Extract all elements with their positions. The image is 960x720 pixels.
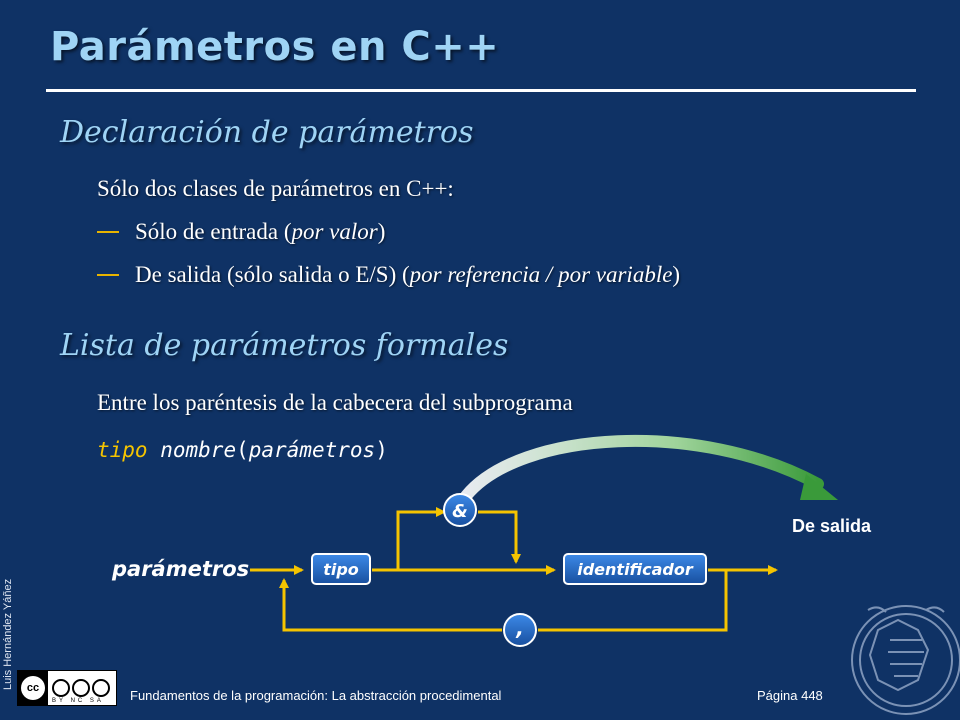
bullet-dash [97, 230, 119, 233]
section-heading-lista: Lista de parámetros formales [60, 328, 509, 363]
section2-intro: Entre los paréntesis de la cabecera del … [97, 390, 573, 415]
box-comma: , [503, 613, 537, 647]
box-identificador-label: identificador [577, 560, 694, 579]
cc-terms: BY NC SA [52, 698, 104, 704]
cc-sa-icon [92, 679, 110, 697]
university-seal-icon [851, 605, 960, 715]
code-param-word: parámetros [248, 438, 376, 462]
diagram-start-label: parámetros [111, 557, 249, 581]
box-tipo-label: tipo [323, 560, 359, 579]
title-underline [46, 89, 916, 92]
cc-by-icon [52, 679, 70, 697]
code-signature: tipo nombre(parámetros) [97, 438, 388, 462]
section1-intro: Sólo dos clases de parámetros en C++: [97, 176, 454, 201]
diagram-lines [250, 507, 778, 632]
footer-page-number: Página 448 [757, 688, 823, 703]
slide-title: Parámetros en C++ [50, 24, 500, 70]
footer-course: Fundamentos de la programación: La abstr… [130, 688, 502, 703]
cc-nc-icon [72, 679, 90, 697]
cc-logo-icon: cc [21, 676, 45, 700]
box-ampersand-label: & [452, 501, 468, 522]
bullet-dash [97, 273, 119, 276]
bullet-entrada: Sólo de entrada (por valor) [97, 219, 385, 245]
code-function-name: nombre [160, 438, 237, 462]
bullet-salida: De salida (sólo salida o E/S) (por refer… [97, 262, 680, 288]
de-salida-annotation: De salida [792, 516, 872, 536]
author-credit: Luis Hernández Yáñez [2, 578, 14, 690]
box-ampersand: & [443, 493, 477, 527]
box-comma-label: , [515, 616, 524, 640]
box-tipo: tipo [311, 553, 371, 585]
output-arc-arrow [460, 434, 838, 502]
box-identificador: identificador [563, 553, 707, 585]
code-type-keyword: tipo [97, 438, 148, 462]
section-heading-declaracion: Declaración de parámetros [60, 115, 474, 150]
cc-license-badge: cc BY NC SA [17, 670, 117, 706]
